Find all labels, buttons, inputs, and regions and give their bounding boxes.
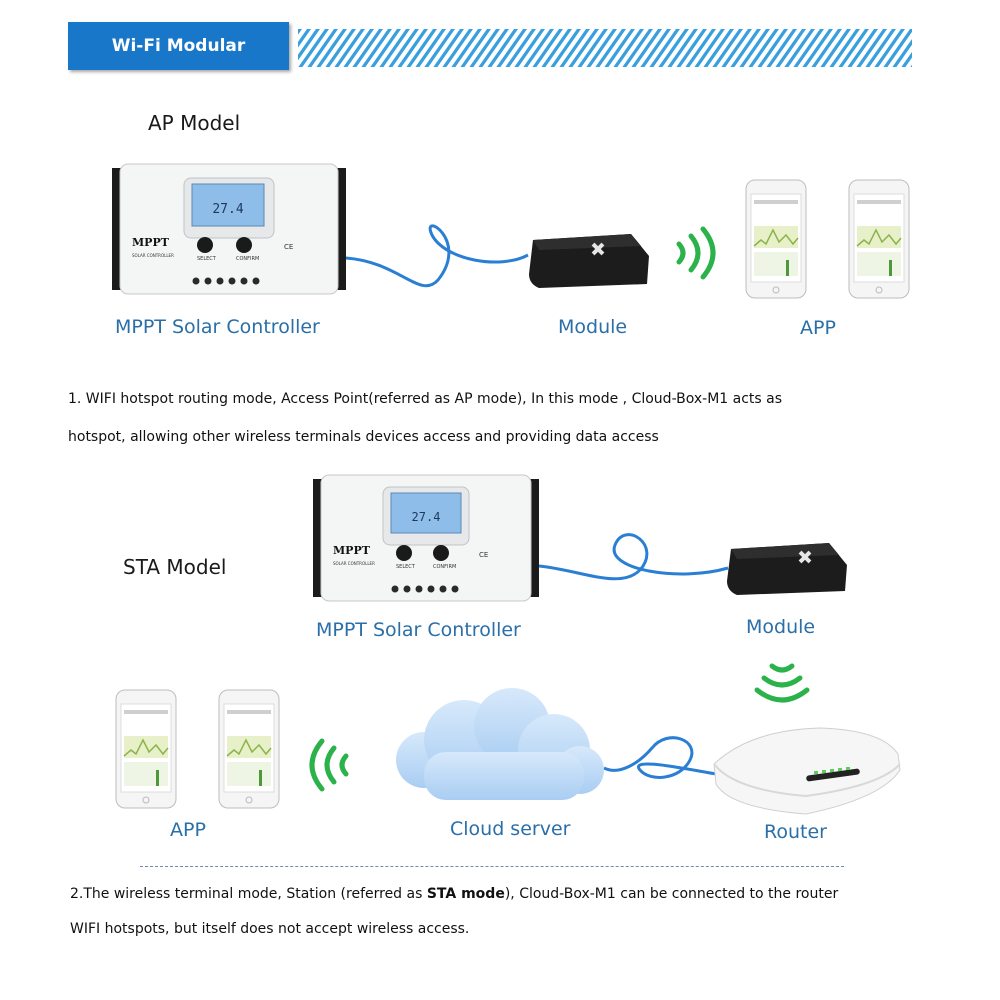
- sta-mode-emphasis: STA mode: [426, 886, 505, 902]
- svg-text:SOLAR CONTROLLER: SOLAR CONTROLLER: [132, 253, 174, 258]
- ap-wifi-signal-icon: [676, 226, 716, 280]
- ap-description-line2: hotspot, allowing other wireless termina…: [68, 429, 659, 445]
- sta-smartphone-icon: [115, 689, 177, 809]
- sta-description-line1: 2.The wireless terminal mode, Station (r…: [70, 886, 839, 902]
- banner-stripes: [298, 29, 912, 67]
- ap-lcd-value: 27.4: [212, 202, 243, 217]
- sta-brand: MPPT: [333, 544, 371, 557]
- svg-text:SELECT: SELECT: [396, 564, 416, 570]
- ap-section-title: AP Model: [148, 111, 241, 135]
- svg-text:SOLAR CONTROLLER: SOLAR CONTROLLER: [333, 561, 375, 566]
- svg-text:CE: CE: [284, 243, 293, 251]
- ap-app-label: APP: [800, 317, 836, 339]
- svg-text:SELECT: SELECT: [197, 256, 217, 262]
- ap-brand: MPPT: [132, 236, 170, 249]
- ap-smartphone-icon: [745, 179, 807, 299]
- sta-description-line2: WIFI hotspots, but itself does not accep…: [70, 921, 470, 937]
- svg-text:CONFIRM: CONFIRM: [433, 564, 456, 570]
- ap-module-device: [529, 234, 649, 288]
- sta-module-device: [727, 543, 847, 595]
- svg-text:CE: CE: [479, 551, 488, 559]
- sta-router-label: Router: [764, 821, 827, 843]
- cloud-icon: [396, 688, 604, 800]
- svg-text:CONFIRM: CONFIRM: [236, 256, 259, 262]
- ap-controller-label: MPPT Solar Controller: [115, 316, 320, 338]
- sta-mppt-controller: 27.4 MPPT SOLAR CONTROLLER SELECT CONFIR…: [313, 474, 539, 602]
- sta-wifi-signal-left-icon: [309, 738, 349, 792]
- sta-section-title: STA Model: [123, 555, 227, 579]
- ap-module-label: Module: [558, 316, 628, 338]
- sta-module-label: Module: [746, 616, 816, 638]
- sta-app-label: APP: [170, 819, 206, 841]
- ap-mppt-controller: 27.4 MPPT SOLAR CONTROLLER SELECT CONFIR…: [112, 163, 346, 295]
- router-icon: [713, 727, 901, 815]
- ap-smartphone-icon: [848, 179, 910, 299]
- sta-controller-label: MPPT Solar Controller: [316, 619, 521, 641]
- sta-cloud-label: Cloud server: [450, 818, 571, 840]
- sta-wifi-signal-icon: [754, 663, 810, 703]
- section-divider: [140, 866, 844, 867]
- ap-description-line1: 1. WIFI hotspot routing mode, Access Poi…: [68, 391, 783, 407]
- banner-title: Wi-Fi Modular Function: [68, 22, 289, 104]
- sta-smartphone-icon: [218, 689, 280, 809]
- sta-lcd-value: 27.4: [412, 510, 441, 524]
